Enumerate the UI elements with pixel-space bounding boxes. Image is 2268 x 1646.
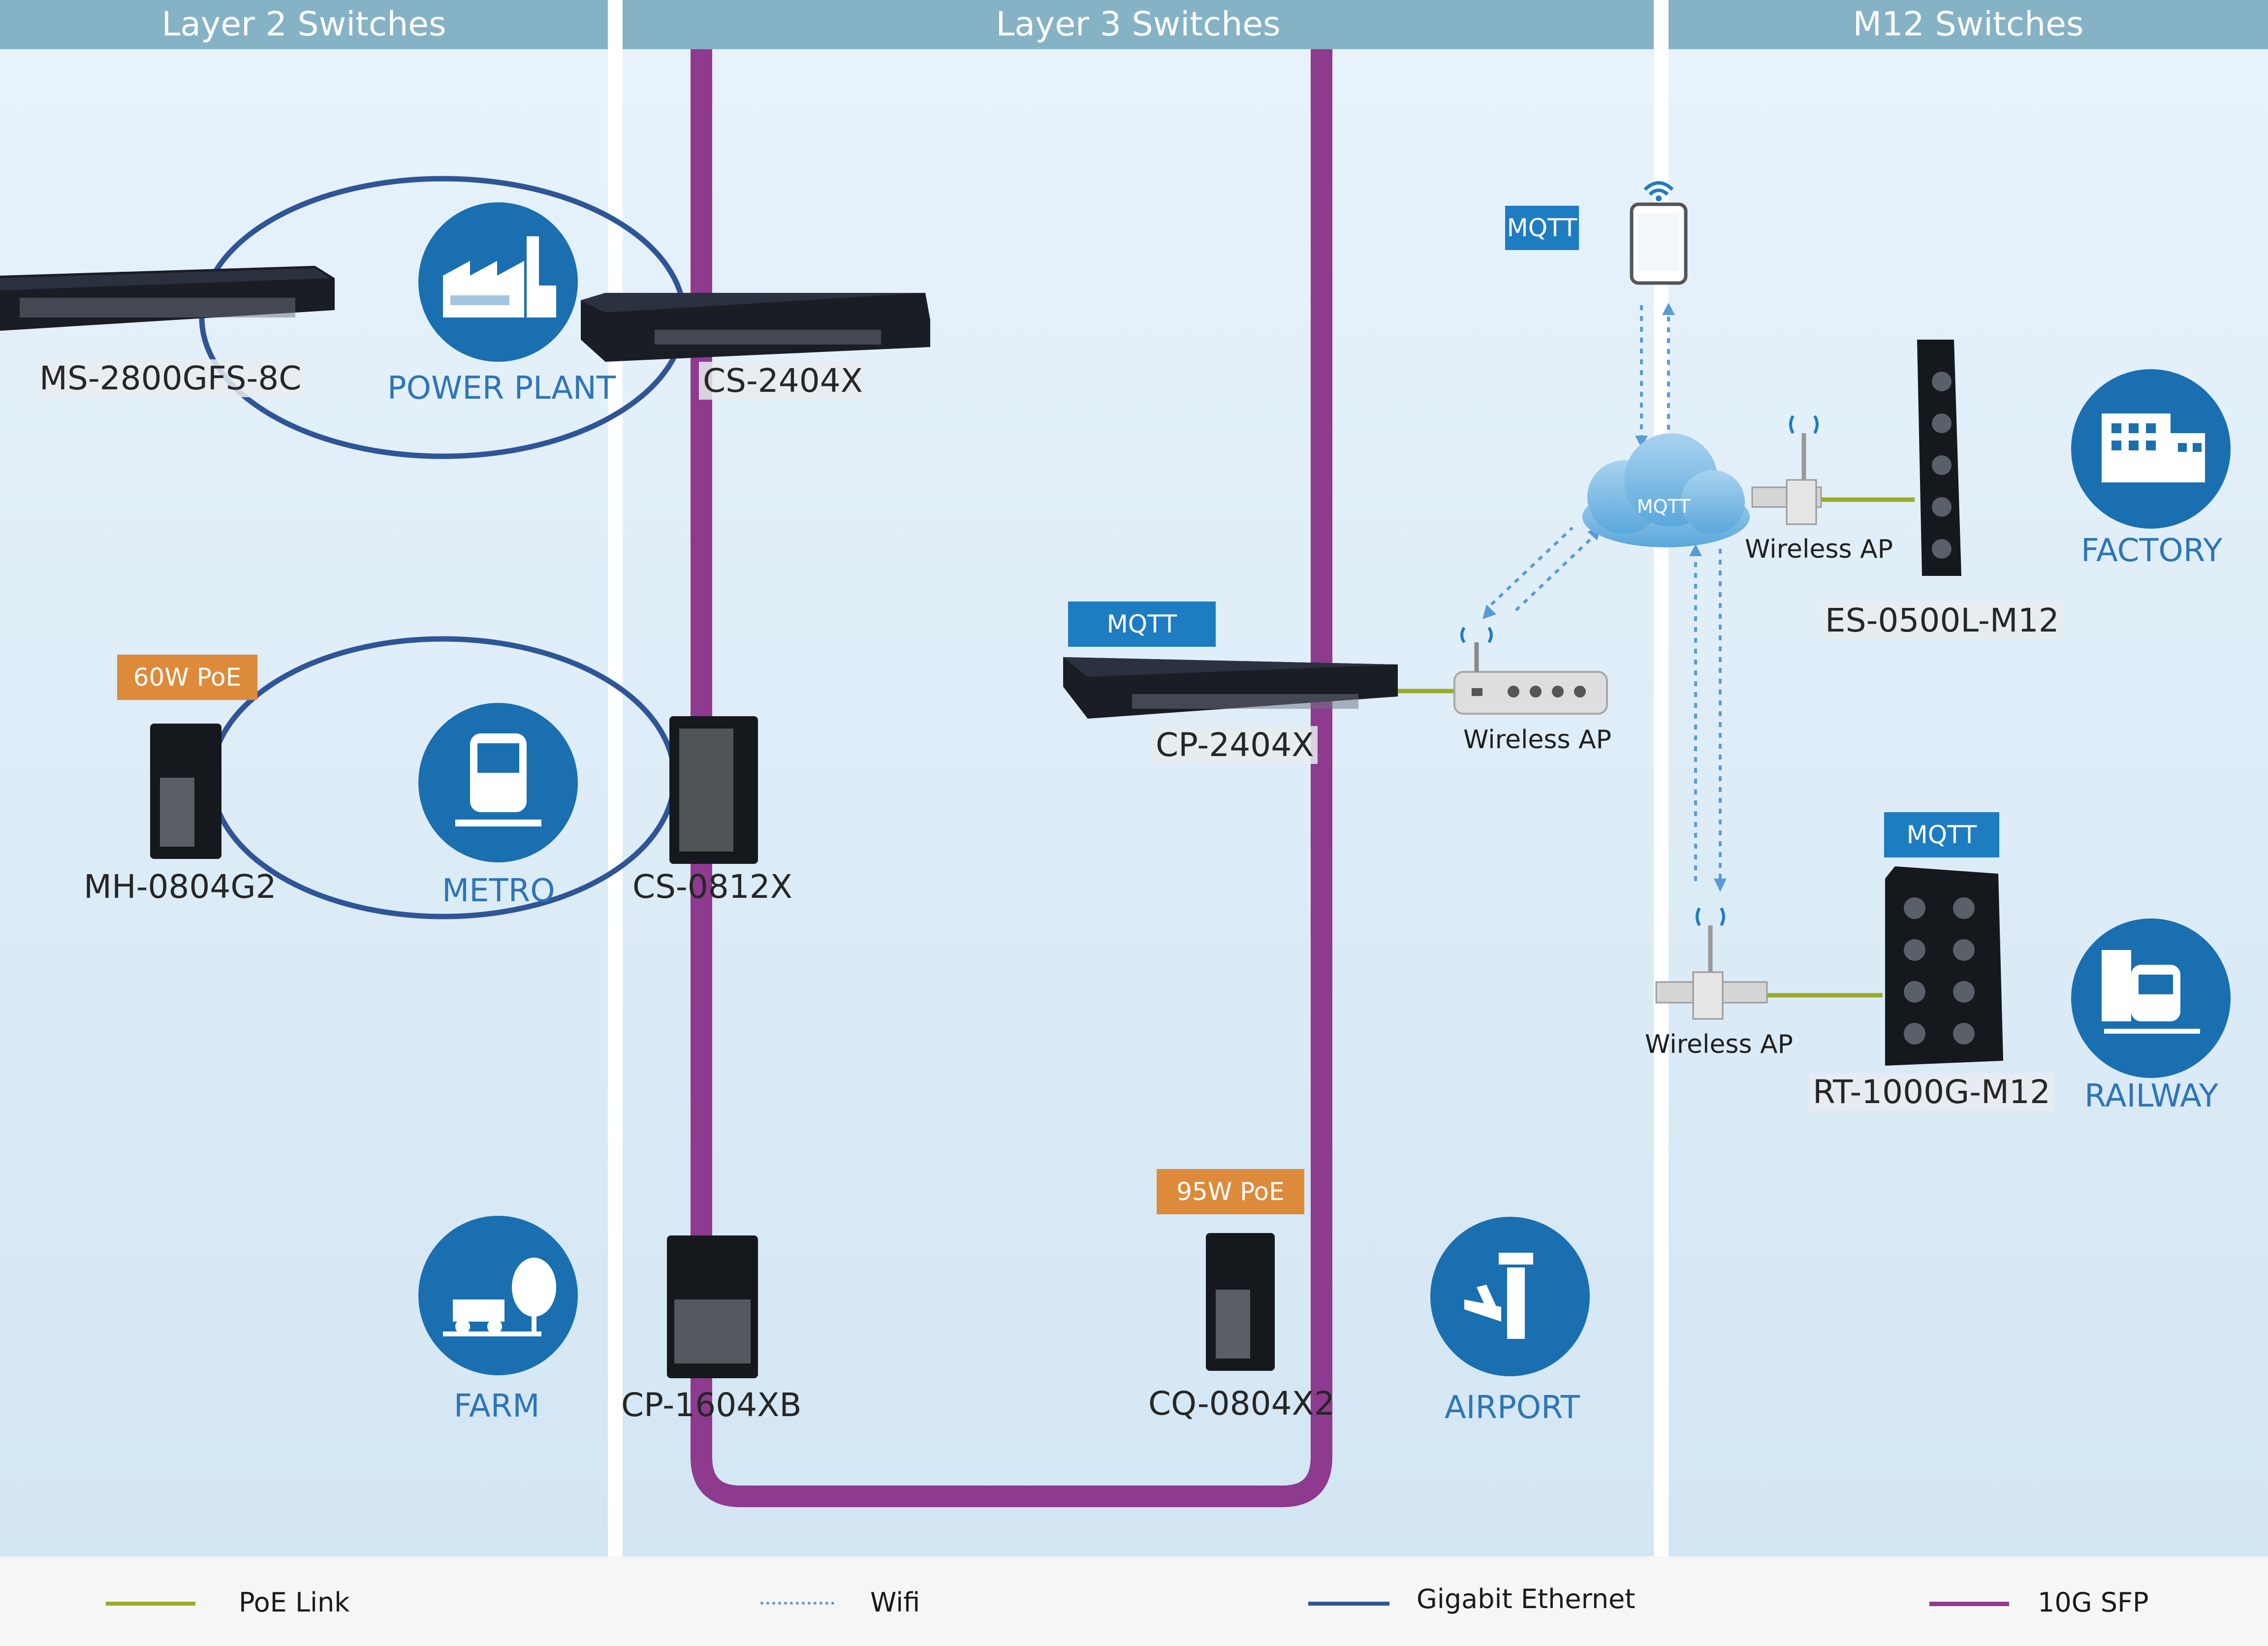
farm-icon (418, 1216, 578, 1375)
cp1604xb-switch (667, 1235, 758, 1378)
es0500l-m12-switch (1917, 340, 1961, 576)
label-wireless-ap-railway: Wireless AP (1645, 1030, 1794, 1059)
label-cq0804x2: CQ-0804X2 (1148, 1385, 1335, 1423)
wifi-arrowheads (1482, 303, 1727, 892)
label-cs0812x: CS-0812X (632, 868, 792, 906)
ms2800gfs-switch (0, 266, 335, 331)
legend-gigabit-line (1308, 1602, 1389, 1606)
label-mh0804g2: MH-0804G2 (84, 868, 277, 906)
label-wireless-ap-factory: Wireless AP (1745, 535, 1893, 564)
wireless-ap-router (1453, 627, 1608, 715)
factory-icon (2071, 369, 2231, 529)
cloud-label: MQTT (1637, 496, 1691, 517)
label-cp2404x: CP-2404X (1152, 726, 1318, 764)
tablet-icon (1630, 181, 1688, 285)
legend-gigabit-label: Gigabit Ethernet (1417, 1583, 1636, 1614)
cq0804x2-switch (1206, 1233, 1275, 1371)
sfp-ring (691, 49, 1332, 1507)
label-factory: FACTORY (2081, 533, 2223, 569)
label-railway: RAILWAY (2084, 1078, 2218, 1114)
mh0804g2-switch (150, 724, 221, 859)
railway-icon (2071, 918, 2231, 1078)
mqtt-badge-tablet: MQTT (1505, 206, 1579, 250)
rt1000g-m12-switch (1885, 866, 2003, 1066)
legend-poe-line (106, 1602, 195, 1606)
m12-header: M12 Switches (1669, 0, 2268, 49)
label-es0500l-m12: ES-0500L-M12 (1821, 601, 2063, 639)
legend-wifi-label: Wifi (870, 1587, 920, 1618)
legend-poe-label: PoE Link (239, 1587, 350, 1618)
m12-panel: M12 Switches (1669, 0, 2268, 1556)
airport-icon (1430, 1217, 1590, 1376)
cp2404x-switch (1063, 657, 1398, 719)
wifi-links (1490, 305, 1722, 881)
label-farm: FARM (454, 1388, 540, 1424)
mqtt-badge-cp2404: MQTT (1068, 601, 1216, 647)
wireless-ap-railway (1655, 907, 1768, 1020)
label-cs2404x: CS-2404X (699, 362, 867, 400)
legend-wifi-line (760, 1602, 834, 1605)
label-power-plant: POWER PLANT (387, 370, 616, 407)
power-plant-icon (418, 202, 578, 362)
layer3-header: Layer 3 Switches (623, 0, 1654, 49)
legend-sfp-line (1929, 1602, 2009, 1606)
legend: PoE Link Wifi Gigabit Ethernet 10G SFP (0, 1556, 2268, 1646)
network-diagram: MQTT (0, 49, 2231, 1507)
poe-badge-95w: 95W PoE (1157, 1169, 1304, 1214)
wireless-ap-factory (1751, 415, 1822, 525)
cs2404x-switch (581, 293, 930, 362)
metro-icon (418, 703, 578, 862)
label-ms2800gfs: MS-2800GFS-8C (35, 359, 306, 397)
label-rt1000g-m12: RT-1000G-M12 (1809, 1073, 2054, 1111)
mqtt-cloud: MQTT (1582, 433, 1750, 547)
label-wireless-ap-router: Wireless AP (1463, 725, 1612, 755)
label-metro: METRO (442, 873, 555, 909)
cs0812x-switch (669, 716, 758, 864)
label-cp1604xb: CP-1604XB (621, 1386, 802, 1424)
legend-sfp-label: 10G SFP (2038, 1587, 2149, 1618)
label-airport: AIRPORT (1445, 1390, 1580, 1426)
poe-badge-60w: 60W PoE (117, 655, 257, 700)
mqtt-badge-rt1000: MQTT (1884, 812, 1999, 857)
layer2-header: Layer 2 Switches (0, 0, 608, 49)
